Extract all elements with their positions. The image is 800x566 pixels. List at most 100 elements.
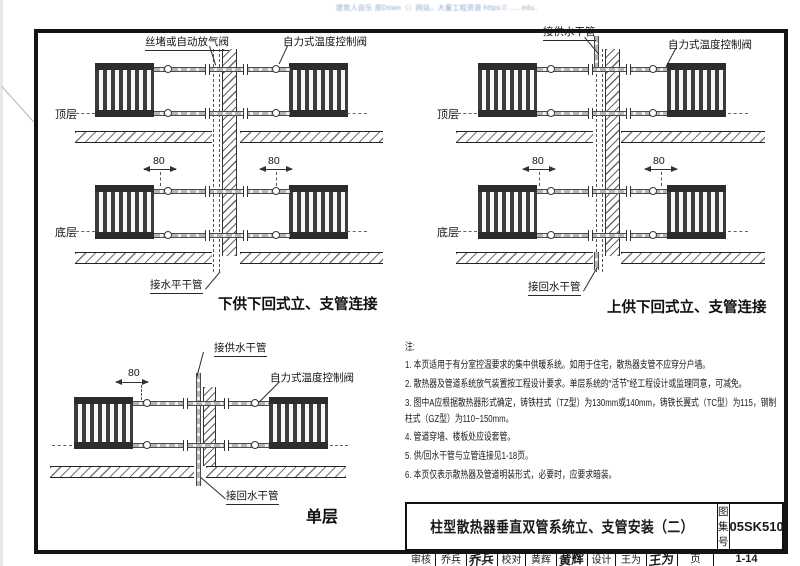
pipe-union-fitting xyxy=(224,440,229,451)
note-item-1: 1. 本页适用于有分室控温要求的集中供暖系统。如用于住宅，散热器支管不应穿分户墙… xyxy=(405,360,711,372)
title-block-row-signatures: 审核 乔兵 乔兵 校对 黄辉 黄辉 设计 王为 王为 页 1-14 xyxy=(407,550,782,566)
pipe-union-fitting xyxy=(626,108,631,119)
radiator xyxy=(269,397,328,449)
floor-slab xyxy=(75,131,212,143)
floor-slab xyxy=(456,252,593,264)
pipe-union-fitting xyxy=(588,230,593,241)
notes-heading: 注: xyxy=(405,342,415,353)
pipe-union-fitting xyxy=(243,186,248,197)
return-branch-pipe xyxy=(133,441,269,449)
return-branch-pipe xyxy=(537,109,667,117)
extension-line xyxy=(661,172,662,186)
proofread-signature-cell: 黄辉 xyxy=(556,550,587,566)
note-item-4: 4. 管道穿墙、楼板处应设套管。 xyxy=(405,432,516,444)
supply-branch-pipe xyxy=(154,187,290,195)
pipe-union-fitting xyxy=(243,230,248,241)
radiator-centerline xyxy=(458,113,477,114)
design-signature: 王为 xyxy=(648,551,675,566)
return-branch-pipe xyxy=(537,231,667,239)
riser-centerline xyxy=(602,49,603,272)
page-number: 1-14 xyxy=(713,550,779,566)
pipe-union-fitting xyxy=(243,64,248,75)
pipe-union-fitting xyxy=(183,398,188,409)
radiator xyxy=(95,63,154,117)
scan-artifact-line xyxy=(1,86,35,123)
riser-centerline xyxy=(596,49,597,272)
supply-branch-pipe xyxy=(154,65,290,73)
radiator-centerline xyxy=(728,231,748,232)
dimension-80: 80 xyxy=(653,155,665,167)
floor-slab xyxy=(75,252,212,264)
extension-line xyxy=(160,172,161,186)
radiator xyxy=(289,185,348,239)
label-vent-valve: 丝堵或自动放气阀 xyxy=(145,34,229,51)
pipe-union-fitting xyxy=(205,230,210,241)
radiator-centerline xyxy=(76,113,95,114)
dimension-line xyxy=(522,166,556,172)
diagram-title-bottom-supply: 下供下回式立、支管连接 xyxy=(218,297,378,313)
dimension-line xyxy=(259,166,293,172)
pipe-union-fitting xyxy=(205,186,210,197)
sheet-title-cell: 柱型散热器垂直双管系统立、支管安装（二） xyxy=(407,504,717,549)
drawing-frame-border xyxy=(34,29,788,554)
label-temp-control-valve: 自力式温度控制阀 xyxy=(270,372,354,384)
extension-line xyxy=(539,172,540,186)
radiator-centerline xyxy=(728,113,748,114)
radiator-centerline xyxy=(347,231,367,232)
radiator xyxy=(289,63,348,117)
pipe-union-fitting xyxy=(626,64,631,75)
design-signature-cell: 王为 xyxy=(646,550,677,566)
dimension-line xyxy=(143,166,177,172)
floor-slab xyxy=(240,252,383,264)
title-block-row-main: 柱型散热器垂直双管系统立、支管安装（二） 图集号 05SK510 xyxy=(407,504,784,550)
proofread-name: 黄辉 xyxy=(525,550,556,566)
atlas-number-label: 图集号 xyxy=(717,504,729,549)
radiator-centerline xyxy=(347,113,367,114)
return-branch-pipe xyxy=(154,109,290,117)
page-label: 页 xyxy=(677,550,713,566)
sheet-title: 柱型散热器垂直双管系统立、支管安装（二） xyxy=(430,519,694,536)
notes-block: 注: 1. 本页适用于有分室控温要求的集中供暖系统。如用于住宅，散热器支管不应穿… xyxy=(405,340,776,487)
floor-slab xyxy=(456,131,593,143)
diagram-title-single-storey: 单层 xyxy=(306,509,339,526)
floor-slab xyxy=(621,131,765,143)
pipe-union-fitting xyxy=(205,64,210,75)
note-item-6: 6. 本页仅表示散热器及管道明装形式，必要时，应要求暗装。 xyxy=(405,469,617,481)
review-label: 审核 xyxy=(411,555,431,566)
floor-slab xyxy=(621,252,765,264)
floor-slab xyxy=(240,131,383,143)
watermark-text: 建筑人自乐 原Down（）网站，大量工程资源 https://……edu． xyxy=(336,5,542,12)
riser-pipe xyxy=(196,373,201,486)
radiator xyxy=(667,63,726,117)
radiator xyxy=(478,185,537,239)
wall-section xyxy=(222,49,237,256)
atlas-number-value: 05SK510 xyxy=(728,504,784,549)
return-riser-pipe xyxy=(594,252,599,270)
scan-edge-shading xyxy=(0,0,3,566)
supply-branch-pipe xyxy=(133,399,269,407)
pipe-union-fitting xyxy=(224,398,229,409)
floor-slab xyxy=(50,466,194,478)
riser-centerline xyxy=(219,49,220,272)
note-item-3: 3. 图中A应根据散热器形式确定，铸铁柱式（TZ型）为130mm或140mm，铸… xyxy=(405,397,777,425)
radiator xyxy=(667,185,726,239)
design-label: 设计 xyxy=(587,550,615,566)
title-block: 柱型散热器垂直双管系统立、支管安装（二） 图集号 05SK510 审核 乔兵 乔… xyxy=(405,502,784,566)
dimension-line xyxy=(644,166,678,172)
label-return-main: 接回水干管 xyxy=(528,279,581,296)
pipe-union-fitting xyxy=(588,186,593,197)
label-supply-main: 接供水干管 xyxy=(214,340,267,357)
label-horizontal-main: 接水平干管 xyxy=(150,277,203,294)
label-supply-main: 接供水干管 xyxy=(543,24,596,41)
extension-line xyxy=(141,385,142,400)
review-name: 乔兵 xyxy=(435,550,466,566)
design-name: 王为 xyxy=(615,550,646,566)
dimension-80: 80 xyxy=(268,155,280,167)
pipe-union-fitting xyxy=(588,108,593,119)
wall-section xyxy=(203,387,216,466)
label-bottom-floor: 底层 xyxy=(437,227,459,239)
label-top-floor: 顶层 xyxy=(437,109,459,121)
label-return-main: 接回水干管 xyxy=(226,488,279,505)
pipe-union-fitting xyxy=(205,108,210,119)
